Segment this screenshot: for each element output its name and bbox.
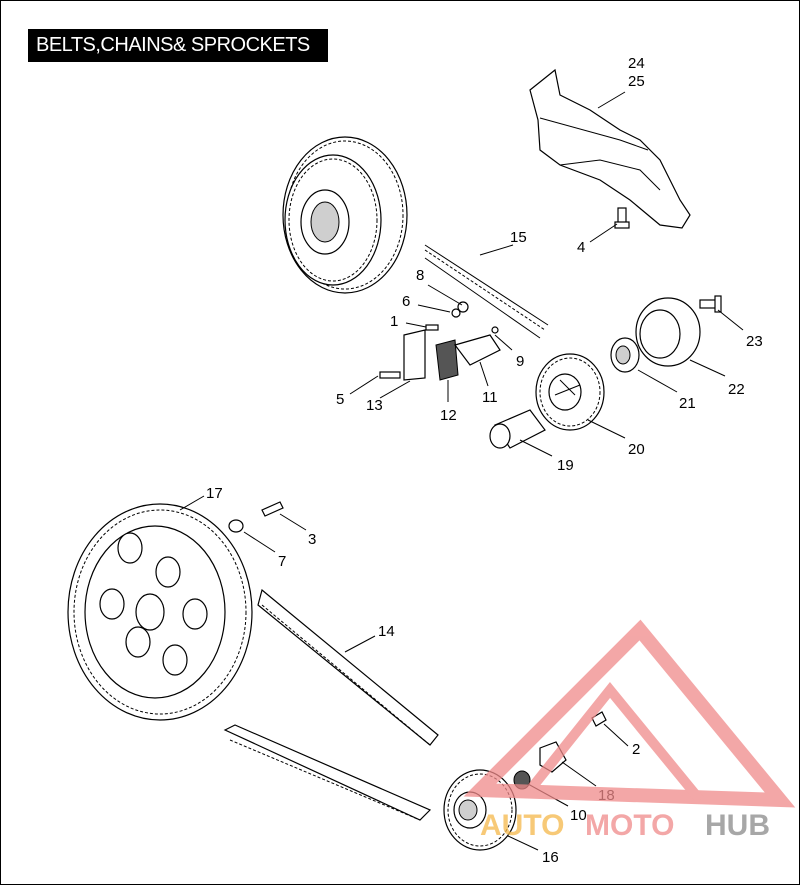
bolt-23 [699, 295, 722, 313]
callout-12: 12 [440, 407, 457, 424]
rear-sprocket [67, 503, 253, 721]
callout-5: 5 [336, 391, 344, 408]
engine-sprocket [535, 353, 605, 431]
compensator-cover [635, 297, 701, 367]
screw-2 [591, 711, 607, 727]
callout-13: 13 [366, 397, 383, 414]
leader-lines [179, 91, 744, 851]
transmission-sprocket [443, 769, 517, 851]
callout-labels: 24 25 15 4 8 6 1 9 5 13 12 11 23 22 21 2… [206, 55, 763, 866]
callout-24: 24 [628, 55, 645, 72]
chain-tensioner [379, 329, 501, 381]
callout-19: 19 [557, 457, 574, 474]
callout-25: 25 [628, 73, 645, 90]
callout-17: 17 [206, 485, 223, 502]
callout-1: 1 [390, 313, 398, 330]
callout-7: 7 [278, 553, 286, 570]
watermark-part-hub: HUB [705, 809, 770, 842]
callout-10: 10 [570, 807, 587, 824]
sprocket-shaft-extension [489, 409, 546, 449]
callout-3: 3 [308, 531, 316, 548]
screw-4 [614, 207, 630, 229]
callout-14: 14 [378, 623, 395, 640]
callout-15: 15 [510, 229, 527, 246]
callout-9: 9 [516, 353, 524, 370]
callout-22: 22 [728, 381, 745, 398]
watermark-part-auto: AUTO [480, 809, 564, 842]
bolt-3 [261, 501, 284, 517]
small-hardware [425, 301, 499, 334]
clutch-shell [282, 136, 408, 294]
drive-belt [223, 588, 439, 821]
callout-6: 6 [402, 293, 410, 310]
callout-2: 2 [632, 741, 640, 758]
watermark-part-moto: MOTO [585, 809, 674, 842]
callout-20: 20 [628, 441, 645, 458]
primary-chain [424, 244, 549, 339]
callout-11: 11 [482, 389, 498, 406]
sliding-cam [610, 337, 640, 373]
washer-7 [228, 519, 244, 533]
callout-4: 4 [577, 239, 585, 256]
callout-8: 8 [416, 267, 424, 284]
callout-21: 21 [679, 395, 696, 412]
callout-16: 16 [542, 849, 559, 866]
callout-23: 23 [746, 333, 763, 350]
chain-guard [529, 68, 691, 229]
watermark-logo: AUTO MOTO HUB [463, 619, 796, 842]
page-title: BELTS,CHAINS& SPROCKETS [28, 29, 328, 62]
